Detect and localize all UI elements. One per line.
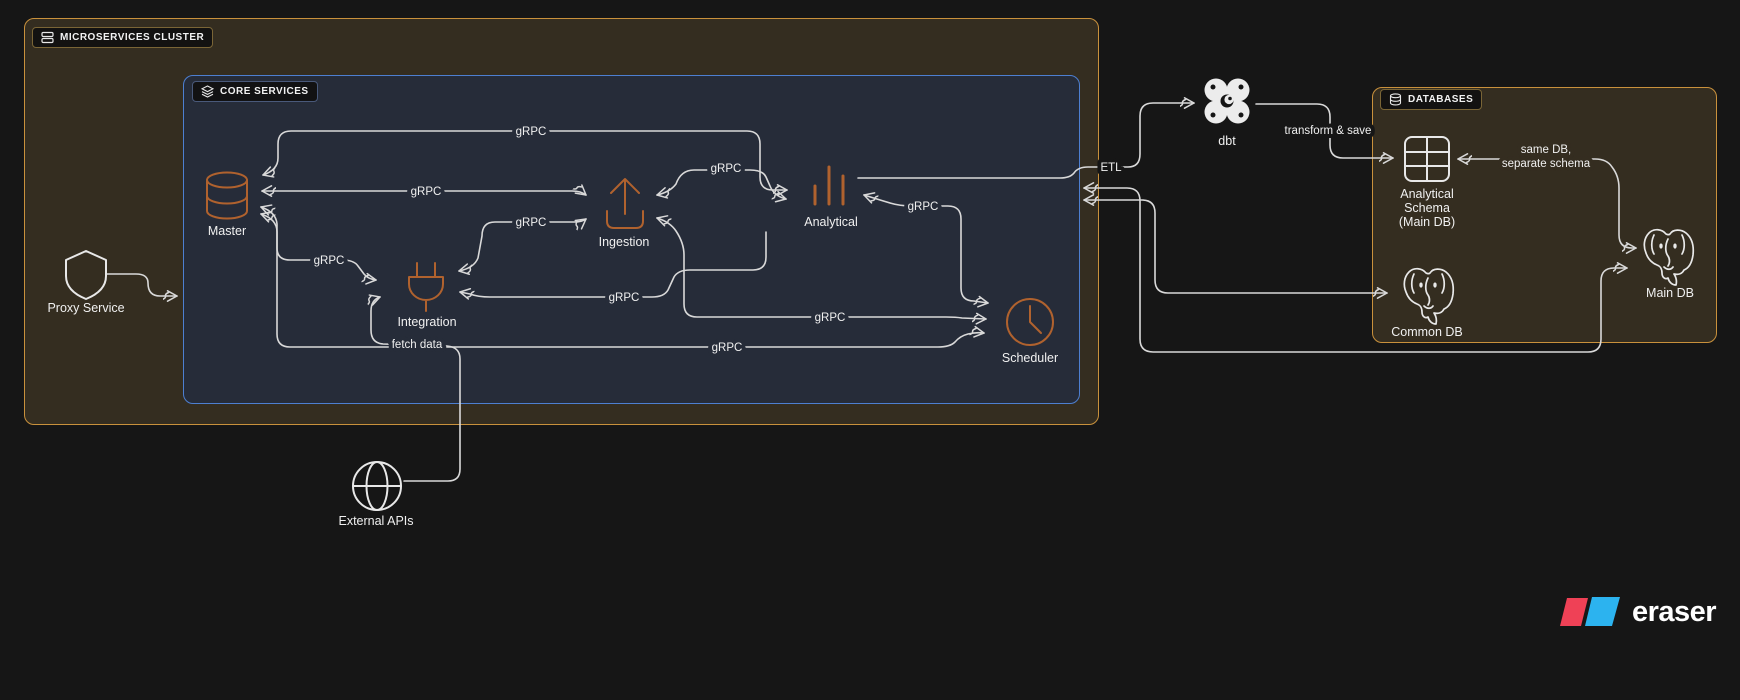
node-label-external-apis[interactable]: External APIs — [338, 514, 414, 528]
edge-label-grpc: gRPC — [711, 163, 742, 175]
eraser-logo-icon — [1560, 597, 1620, 626]
plug-icon[interactable] — [408, 262, 444, 312]
edge-proxy-to-core[interactable] — [106, 273, 178, 296]
database-cylinder-icon[interactable] — [206, 171, 248, 220]
node-label-main-db[interactable]: Main DB — [1646, 286, 1694, 300]
clock-icon[interactable] — [1006, 298, 1054, 346]
edge-label-same-db-line2: separate schema — [1502, 158, 1591, 170]
upload-icon[interactable] — [606, 178, 644, 229]
node-label-integration[interactable]: Integration — [397, 315, 457, 329]
bar-chart-icon[interactable] — [813, 165, 845, 206]
edge-label-transform-save: transform & save — [1285, 125, 1372, 137]
badge-databases[interactable]: DATABASES — [1380, 89, 1483, 110]
badge-core-services[interactable]: CORE SERVICES — [192, 81, 318, 102]
edge-label-grpc: gRPC — [516, 126, 547, 138]
postgresql-icon[interactable] — [1643, 228, 1695, 286]
dbt-logo-icon[interactable] — [1204, 78, 1250, 124]
database-icon — [1389, 93, 1402, 106]
badge-label: MICROSERVICES CLUSTER — [60, 32, 205, 43]
edge-label-grpc: gRPC — [609, 292, 640, 304]
node-label-master[interactable]: Master — [207, 224, 247, 238]
node-label-scheduler[interactable]: Scheduler — [1001, 351, 1059, 365]
layers-icon — [201, 85, 214, 98]
badge-microservices-cluster[interactable]: MICROSERVICES CLUSTER — [32, 27, 214, 48]
node-label-common-db[interactable]: Common DB — [1391, 325, 1463, 339]
badge-label: CORE SERVICES — [220, 86, 309, 97]
edge-label-grpc: gRPC — [815, 312, 846, 324]
edge-master-analytical[interactable] — [262, 130, 788, 190]
eraser-logo[interactable]: eraser — [1558, 595, 1717, 629]
edge-analytical-dbt[interactable] — [857, 103, 1195, 179]
server-icon — [41, 31, 54, 44]
label-line: (Main DB) — [1398, 215, 1456, 229]
label-line: Analytical — [1400, 187, 1454, 201]
edge-externalapis-integration[interactable] — [371, 297, 461, 482]
edge-label-grpc: gRPC — [712, 342, 743, 354]
table-grid-icon[interactable] — [1404, 136, 1450, 182]
node-label-proxy-service[interactable]: Proxy Service — [47, 301, 125, 315]
node-label-ingestion[interactable]: Ingestion — [598, 235, 650, 249]
node-label-analytical[interactable]: Analytical — [804, 215, 858, 229]
node-label-dbt[interactable]: dbt — [1218, 134, 1236, 148]
edge-label-grpc: gRPC — [908, 201, 939, 213]
postgresql-icon[interactable] — [1403, 267, 1455, 325]
edge-label-etl: ETL — [1100, 162, 1122, 174]
edge-ingestion-analytical[interactable] — [656, 169, 787, 199]
eraser-logo-text: eraser — [1632, 595, 1717, 628]
edge-label-grpc: gRPC — [314, 255, 345, 267]
globe-icon[interactable] — [352, 461, 402, 511]
edge-label-same-db-line1: same DB, — [1521, 144, 1572, 156]
node-label-analytical-schema[interactable]: Analytical Schema (Main DB) — [1399, 187, 1455, 229]
edge-label-grpc: gRPC — [411, 186, 442, 198]
edge-label-grpc: gRPC — [516, 217, 547, 229]
shield-icon[interactable] — [65, 250, 107, 300]
badge-label: DATABASES — [1408, 94, 1474, 105]
edge-label-fetch-data: fetch data — [392, 339, 443, 351]
edge-master-scheduler[interactable] — [260, 214, 985, 348]
label-line: Schema — [1404, 201, 1450, 215]
edge-analytical-commondb[interactable] — [1083, 200, 1388, 293]
edge-master-ingestion[interactable] — [261, 191, 587, 195]
edge-dbt-analyticalschema[interactable] — [1255, 103, 1394, 158]
